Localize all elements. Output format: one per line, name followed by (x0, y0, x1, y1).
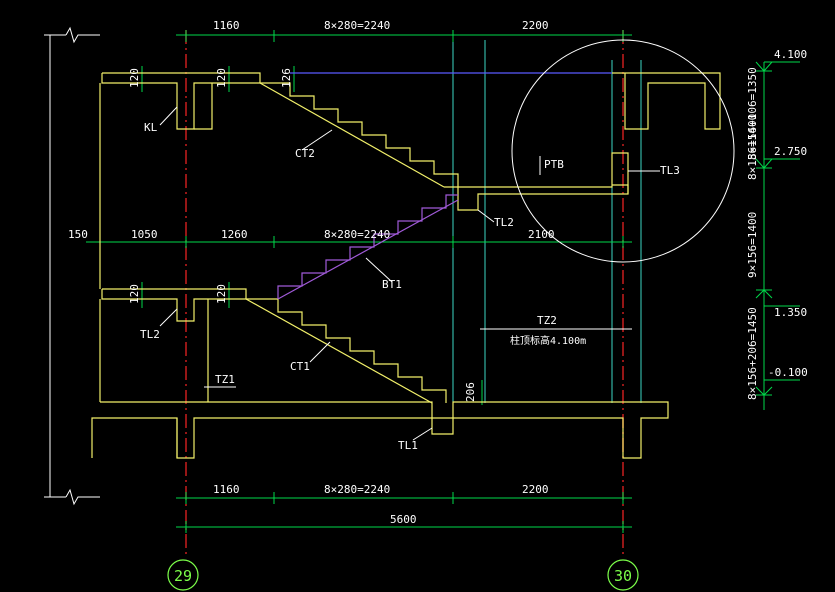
label-kl: KL (144, 121, 158, 134)
label-ct2: CT2 (295, 147, 315, 160)
elevation-2750: 2.750 (774, 145, 807, 158)
dim-bot-a: 1160 (213, 483, 240, 496)
dim-slab-4: 120 (215, 284, 228, 304)
dim-top-b: 8×280=2240 (324, 19, 390, 32)
rdim-seg-2: 8×156=1400 (746, 114, 759, 180)
axis-label-29: 29 (174, 567, 192, 585)
lower-landing-slab (101, 288, 247, 322)
detail-circle (511, 39, 735, 263)
bt1-flight (277, 194, 458, 299)
dim-slab-1: 120 (128, 68, 141, 88)
dim-mid-c: 1260 (221, 228, 248, 241)
label-tl1: TL1 (398, 439, 418, 452)
label-tl2-lower: TL2 (140, 328, 160, 341)
dim-mid-d: 8×280=2240 (324, 228, 390, 241)
bt1-soffit (277, 199, 459, 300)
rdim-seg-3: 9×156=1400 (746, 212, 759, 278)
leaders (159, 106, 660, 441)
label-ptb: PTB (544, 158, 564, 171)
rdim-seg-4: 8×156+206=1450 (746, 307, 759, 400)
elevation-1350: 1.350 (774, 306, 807, 319)
label-bt1: BT1 (382, 278, 402, 291)
upper-right-beam (612, 72, 721, 130)
structure (91, 72, 721, 459)
dim-bot-c: 2200 (522, 483, 549, 496)
axis-label-30: 30 (614, 567, 632, 585)
dimension-lines (86, 30, 800, 533)
axis-bubble-29: 29 (167, 559, 199, 591)
ct2-steps (260, 82, 459, 187)
column-lines (452, 40, 642, 403)
dim-slab-5: 126 (280, 68, 293, 88)
label-tl2-upper: TL2 (494, 216, 514, 229)
axis-lines (185, 30, 624, 555)
break-line (44, 26, 100, 506)
dim-mid-b: 1050 (131, 228, 158, 241)
label-tz2-note: 柱顶标高4.100m (510, 334, 586, 347)
ct1-soffit (245, 298, 433, 404)
dim-slab-2: 120 (215, 68, 228, 88)
label-tz1: TZ1 (215, 373, 235, 386)
ct1-steps (246, 298, 447, 403)
dim-step-206: 206 (464, 382, 477, 402)
dim-bot-total: 5600 (390, 513, 417, 526)
dim-top-c: 2200 (522, 19, 549, 32)
dim-mid-e: 2100 (528, 228, 555, 241)
ground-slab (91, 401, 669, 459)
label-ct1: CT1 (290, 360, 310, 373)
axis-bubble-30: 30 (607, 559, 639, 591)
ct2-soffit (259, 82, 445, 188)
elevation-4100: 4.100 (774, 48, 807, 61)
rdim-seg-1: 8×156+106=1350 (746, 67, 759, 160)
dim-bot-b: 8×280=2240 (324, 483, 390, 496)
elevation-minus-0100: -0.100 (768, 366, 808, 379)
label-tl3: TL3 (660, 164, 680, 177)
label-tz2: TZ2 (537, 314, 557, 327)
dim-slab-3: 120 (128, 284, 141, 304)
dim-mid-a: 150 (68, 228, 88, 241)
dim-top-a: 1160 (213, 19, 240, 32)
